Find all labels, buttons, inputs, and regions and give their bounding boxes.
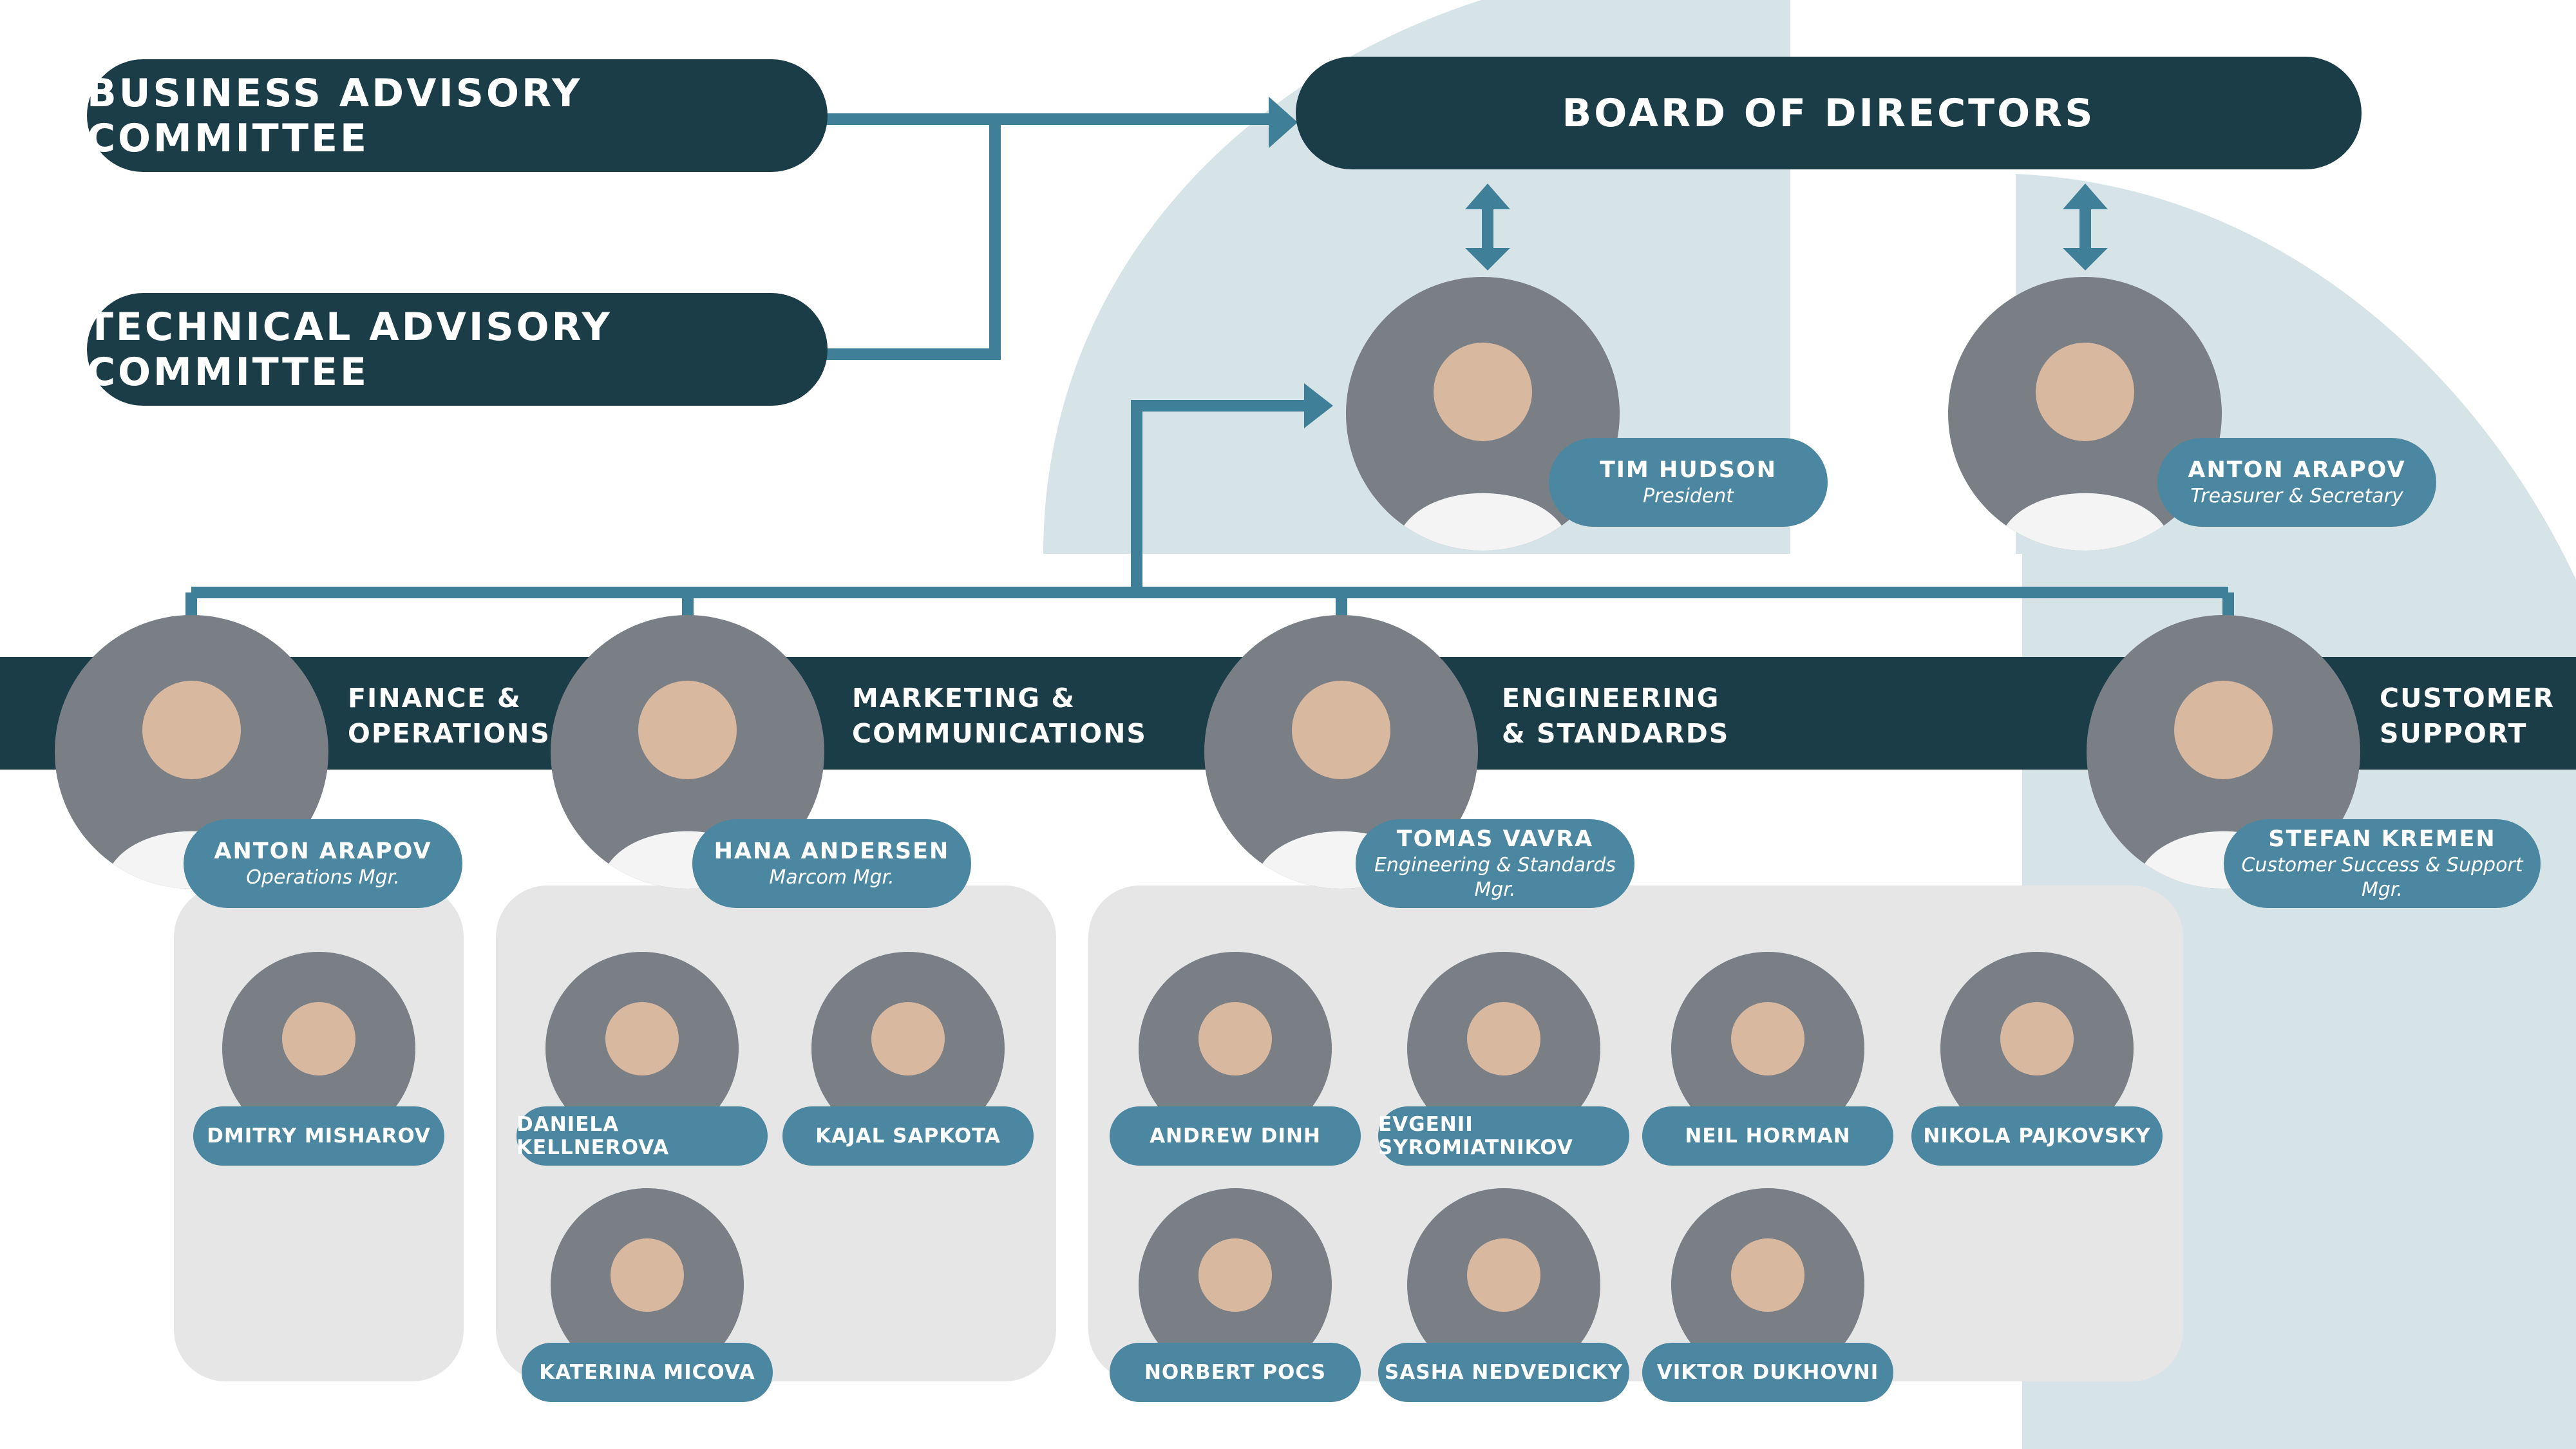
team-member-name: VIKTOR DUKHOVNI (1642, 1343, 1893, 1402)
manager-name-tag-finance: ANTON ARAPOV Operations Mgr. (184, 819, 462, 908)
double-arrow-icon (1465, 184, 1510, 209)
dept-title-support: CUSTOMER SUPPORT (2380, 681, 2555, 752)
officer-role: President (1642, 485, 1734, 507)
team-member-name: ANDREW DINH (1110, 1106, 1361, 1166)
dept-title-line: FINANCE & (348, 683, 522, 714)
board-of-directors: BOARD OF DIRECTORS (1296, 57, 2362, 169)
manager-name-tag-engineering: TOMAS VAVRA Engineering & Standards Mgr. (1356, 819, 1634, 908)
dept-title-line: COMMUNICATIONS (852, 718, 1147, 749)
manager-name: HANA ANDERSEN (714, 838, 950, 864)
business-advisory-committee: BUSINESS ADVISORY COMMITTEE (87, 59, 828, 172)
team-member-name: NIKOLA PAJKOVSKY (1911, 1106, 2163, 1166)
team-member-name: NEIL HORMAN (1642, 1106, 1893, 1166)
manager-role: Customer Success & Support Mgr. (2241, 854, 2523, 901)
manager-role: Engineering & Standards Mgr. (1374, 854, 1616, 901)
team-member-name: DMITRY MISHAROV (193, 1106, 444, 1166)
committee-connector (824, 113, 1282, 360)
arrow-right-icon (1269, 97, 1298, 148)
dept-title-marketing: MARKETING & COMMUNICATIONS (852, 681, 1147, 752)
team-member-name: SASHA NEDVEDICKY (1378, 1343, 1629, 1402)
dept-title-line: ENGINEERING (1502, 683, 1720, 714)
dept-connector (185, 400, 2234, 618)
dept-title-engineering: ENGINEERING & STANDARDS (1502, 681, 1729, 752)
dept-title-line: OPERATIONS (348, 718, 551, 749)
team-member-name: DANIELA KELLNEROVA (516, 1106, 768, 1166)
officer-name: ANTON ARAPOV (2188, 457, 2406, 483)
dept-title-line: SUPPORT (2380, 718, 2528, 749)
dept-title-line: MARKETING & (852, 683, 1076, 714)
officer-name: TIM HUDSON (1600, 457, 1777, 483)
team-member-name: NORBERT POCS (1110, 1343, 1361, 1402)
double-arrow-icon (2063, 184, 2108, 209)
officer-role: Treasurer & Secretary (2190, 485, 2403, 507)
double-arrow-icon (1465, 248, 1510, 270)
manager-name: STEFAN KREMEN (2268, 826, 2496, 852)
arrow-right-icon (1304, 383, 1333, 428)
dept-title-line: CUSTOMER (2380, 683, 2555, 714)
manager-name-tag-support: STEFAN KREMEN Customer Success & Support… (2224, 819, 2541, 908)
manager-role: Marcom Mgr. (769, 866, 895, 889)
officer-name-tag-hudson: TIM HUDSON President (1549, 438, 1828, 527)
dept-title-finance: FINANCE & OPERATIONS (348, 681, 551, 752)
manager-name: ANTON ARAPOV (214, 838, 432, 864)
team-member-name: KATERINA MICOVA (522, 1343, 773, 1402)
team-member-name: KAJAL SAPKOTA (782, 1106, 1034, 1166)
team-member-name: EVGENII SYROMIATNIKOV (1378, 1106, 1629, 1166)
dept-title-line: & STANDARDS (1502, 718, 1730, 749)
double-arrow-icon (2063, 248, 2108, 270)
technical-advisory-committee: TECHNICAL ADVISORY COMMITTEE (87, 293, 828, 406)
manager-name-tag-marketing: HANA ANDERSEN Marcom Mgr. (692, 819, 971, 908)
manager-name: TOMAS VAVRA (1396, 826, 1594, 852)
officer-name-tag-arapov: ANTON ARAPOV Treasurer & Secretary (2157, 438, 2436, 527)
manager-role: Operations Mgr. (246, 866, 400, 889)
